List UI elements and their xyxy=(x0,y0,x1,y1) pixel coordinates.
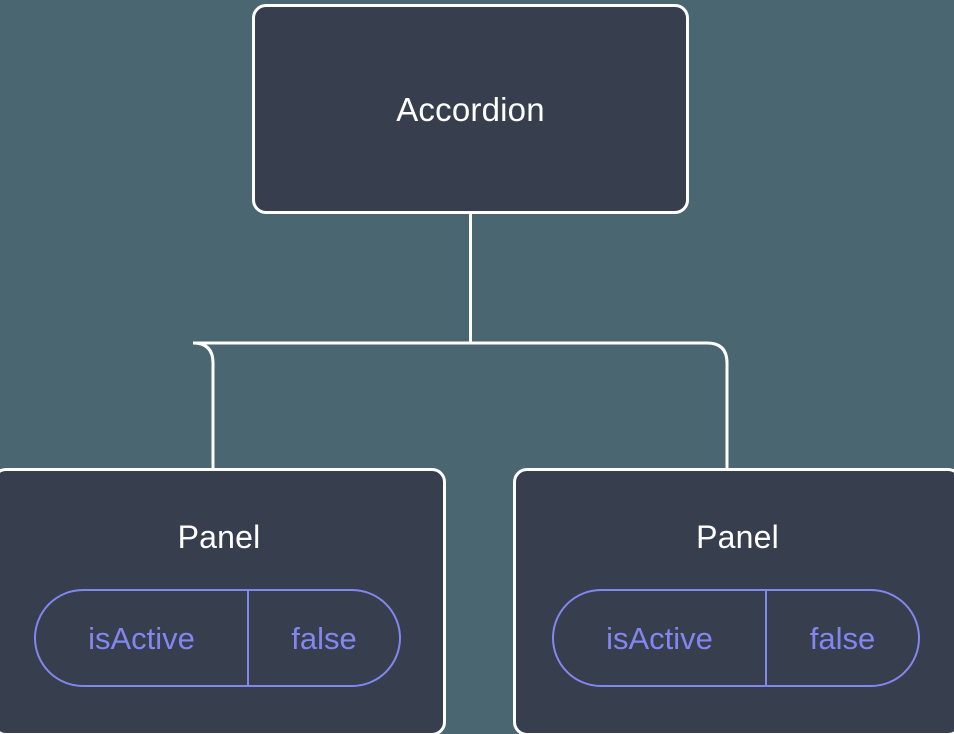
prop-badge-isactive-2[interactable]: isActive false xyxy=(552,589,920,687)
node-accordion-label: Accordion xyxy=(396,90,545,128)
node-panel-2[interactable]: Panel isActive false xyxy=(513,468,954,734)
prop-value-1: false xyxy=(291,620,357,656)
node-panel-2-label: Panel xyxy=(696,519,779,555)
node-panel-1[interactable]: Panel isActive false xyxy=(0,468,446,734)
node-panel-1-label: Panel xyxy=(177,519,261,555)
prop-key-2: isActive xyxy=(554,591,767,685)
prop-badge-isactive-1[interactable]: isActive false xyxy=(34,589,401,687)
edge-branch-left xyxy=(192,341,471,470)
prop-value-2: false xyxy=(809,620,876,656)
edge-branch-right xyxy=(470,341,729,470)
prop-key-1: isActive xyxy=(36,591,249,685)
node-accordion[interactable]: Accordion xyxy=(252,4,689,214)
